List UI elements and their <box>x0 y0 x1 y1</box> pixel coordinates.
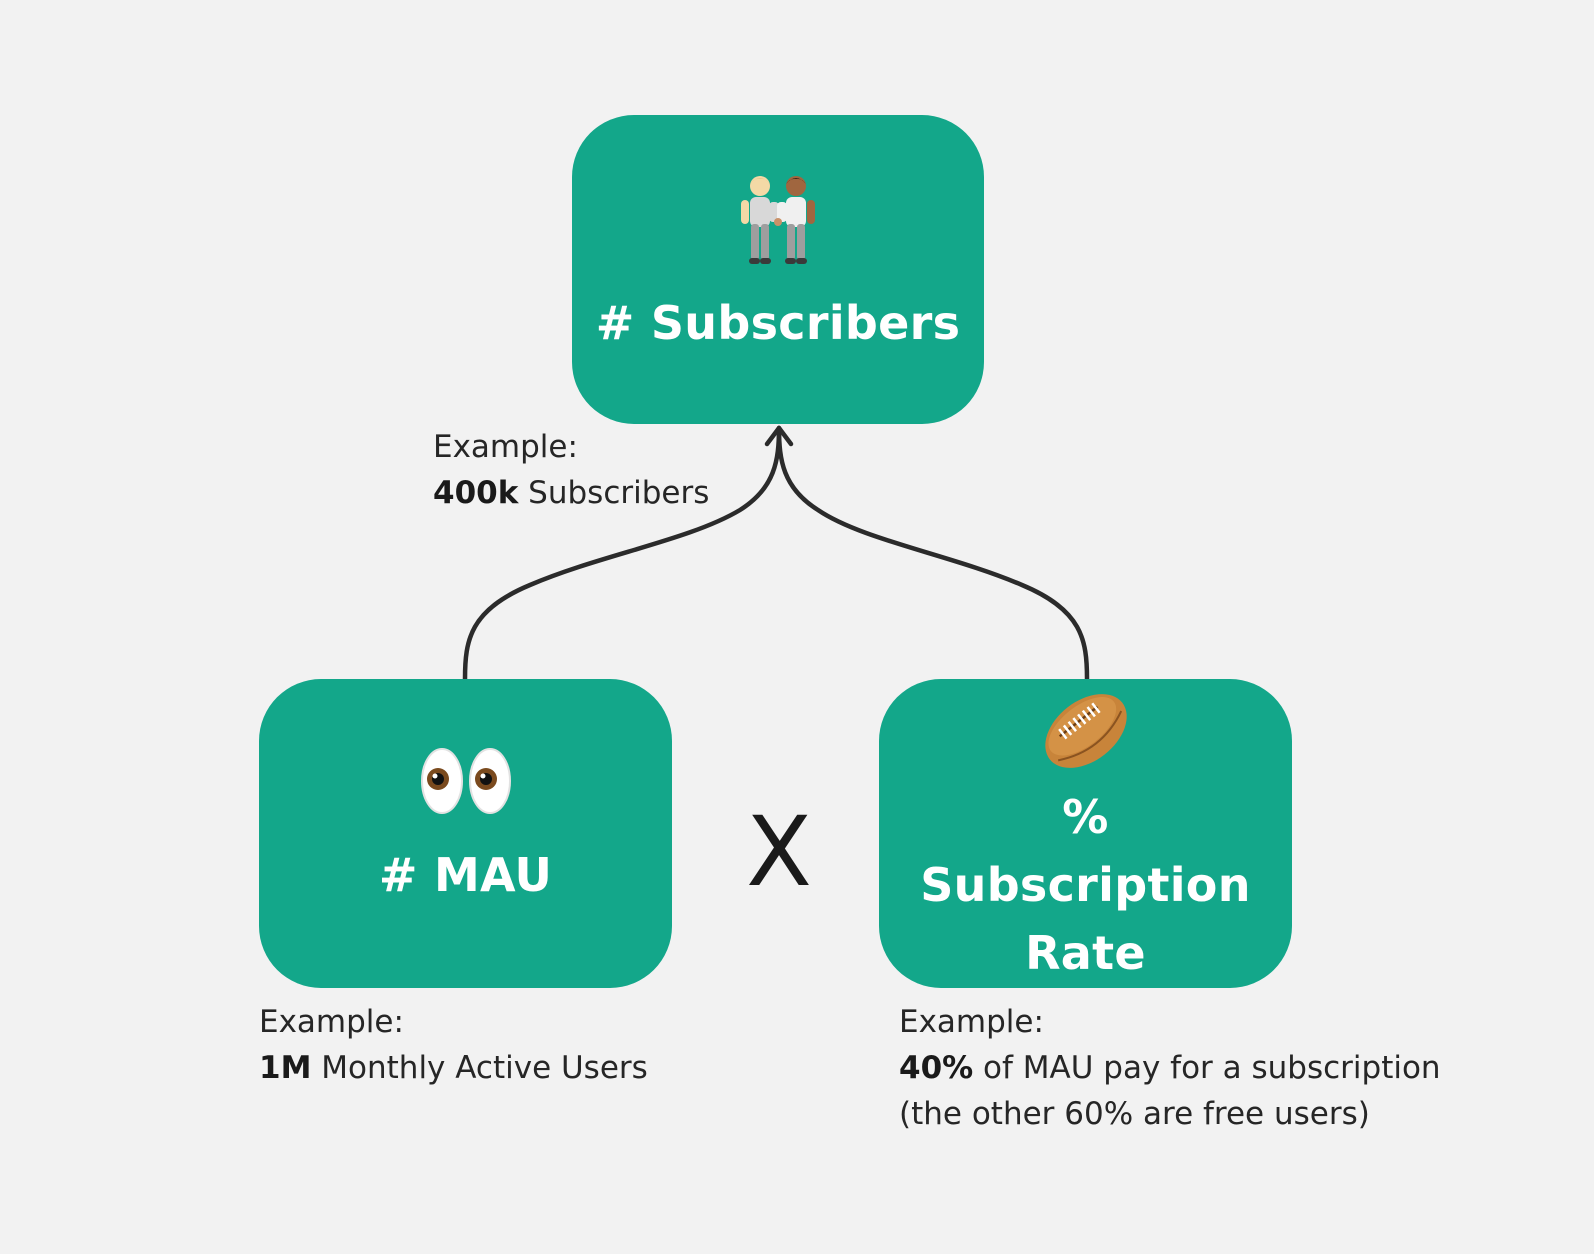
caption-value-line: 40% of MAU pay for a subscription <box>899 1045 1441 1091</box>
subscription-rate-node: % Subscription Rate <box>879 679 1292 988</box>
caption-value-line: 1M Monthly Active Users <box>259 1045 648 1091</box>
subscribers-node: # Subscribers <box>572 115 984 424</box>
people-holding-hands-icon <box>736 174 820 270</box>
subscription-rate-example-caption: Example: 40% of MAU pay for a subscripti… <box>899 999 1441 1137</box>
caption-label: Example: <box>899 1004 1044 1040</box>
rugby-football-icon <box>1038 685 1134 781</box>
caption-text: Subscribers <box>518 475 710 511</box>
caption-value-line: 400k Subscribers <box>433 470 709 516</box>
caption-label: Example: <box>433 429 578 465</box>
caption-text: of MAU pay for a subscription <box>973 1050 1441 1086</box>
subscribers-example-caption: Example: 400k Subscribers <box>433 424 709 516</box>
caption-bold-value: 1M <box>259 1050 312 1086</box>
connector-right <box>776 425 1090 682</box>
mau-node: # MAU <box>259 679 672 988</box>
arrow-head-icon <box>764 425 794 447</box>
caption-note: (the other 60% are free users) <box>899 1096 1370 1132</box>
subscribers-title: # Subscribers <box>595 295 961 350</box>
caption-label: Example: <box>259 1004 404 1040</box>
mau-title: # MAU <box>378 847 553 902</box>
caption-bold-value: 40% <box>899 1050 974 1086</box>
multiply-operator: X <box>746 796 812 908</box>
caption-bold-value: 400k <box>433 475 519 511</box>
subscription-rate-title: % Subscription Rate <box>920 789 1251 980</box>
eyes-icon <box>420 746 512 820</box>
mau-example-caption: Example: 1M Monthly Active Users <box>259 999 648 1091</box>
caption-text: Monthly Active Users <box>311 1050 648 1086</box>
